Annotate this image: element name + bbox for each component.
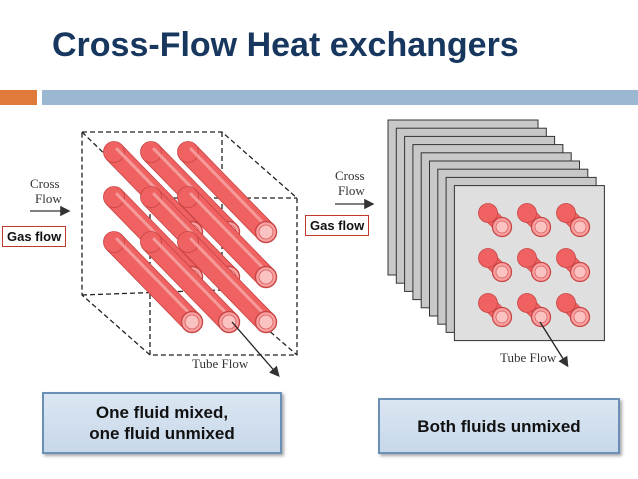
left-gas-flow-tag: Gas flow <box>2 226 67 247</box>
left-tube-bank <box>103 141 278 334</box>
tube-stub <box>478 203 513 238</box>
left-tube-flow-label: Tube Flow <box>192 356 249 371</box>
left-caption-line2: one fluid unmixed <box>89 424 235 443</box>
tube-stub <box>556 293 591 328</box>
right-tube-grid <box>478 203 591 328</box>
right-tube-flow-label: Tube Flow <box>500 350 557 365</box>
tube-stub <box>517 248 552 283</box>
right-caption-box: Both fluids unmixed <box>378 398 620 454</box>
right-cross-flow-label-2: Flow <box>338 183 365 198</box>
accent-bar-blue <box>42 90 638 105</box>
tube <box>103 231 204 334</box>
right-gas-flow-tag: Gas flow <box>305 215 370 236</box>
left-tube-flow-arrow <box>231 321 280 377</box>
tube-stub <box>517 293 552 328</box>
right-caption: Both fluids unmixed <box>417 416 581 436</box>
left-cross-flow-label-1: Cross <box>30 176 60 191</box>
tube-stub <box>556 248 591 283</box>
left-caption-line1: One fluid mixed, <box>95 403 229 422</box>
tube-stub <box>478 248 513 283</box>
tube <box>140 231 241 334</box>
right-cross-flow-label-1: Cross <box>335 168 365 183</box>
tube-stub <box>517 203 552 238</box>
tube-stub <box>556 203 591 238</box>
tube <box>177 186 278 289</box>
right-tube-flow-arrow <box>539 321 569 368</box>
slide-title: Cross-Flow Heat exchangers <box>52 26 519 64</box>
left-caption-box: One fluid mixed, one fluid unmixed <box>42 392 282 454</box>
tube <box>177 141 278 244</box>
accent-bar-orange <box>0 90 37 105</box>
tube-stub <box>478 293 513 328</box>
left-cross-flow-label-2: Flow <box>35 191 62 206</box>
tube <box>177 231 278 334</box>
